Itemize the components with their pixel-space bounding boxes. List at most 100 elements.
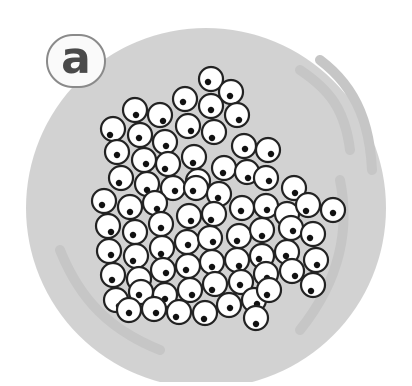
particle (200, 250, 224, 274)
particle-circle (167, 300, 191, 324)
particle (304, 248, 328, 272)
particle-dot (188, 128, 194, 134)
particle (199, 94, 223, 118)
particle (301, 273, 325, 297)
particle-dot (136, 135, 142, 141)
particle (153, 130, 177, 154)
particle-dot (330, 210, 336, 216)
particle-dot (133, 112, 139, 118)
particle (128, 123, 152, 147)
particle-circle (153, 130, 177, 154)
particle-dot (220, 170, 226, 176)
particle (149, 212, 173, 236)
particle-circle (148, 103, 172, 127)
particle-circle (92, 189, 116, 213)
particle (202, 202, 226, 226)
particle (217, 293, 241, 317)
particle-dot (189, 292, 195, 298)
particle-dot (303, 208, 309, 214)
particle-dot (245, 175, 251, 181)
particle-dot (242, 146, 248, 152)
particle-dot (109, 277, 115, 283)
particle-dot (99, 202, 105, 208)
particle (123, 220, 147, 244)
particle-circle (200, 250, 224, 274)
particle-dot (209, 287, 215, 293)
particle-circle (118, 195, 142, 219)
panel-label: a (46, 34, 106, 88)
particle-dot (238, 208, 244, 214)
particle (105, 140, 129, 164)
particle-circle (109, 166, 133, 190)
particle-dot (266, 178, 272, 184)
particle (244, 306, 268, 330)
particle-circle (280, 259, 304, 283)
particle-circle (151, 258, 175, 282)
particle-circle (101, 263, 125, 287)
particle (301, 222, 325, 246)
particle-dot (268, 151, 274, 157)
particle (256, 138, 280, 162)
particle-circle (279, 216, 303, 240)
particle-dot (283, 253, 289, 259)
particle-dot (114, 152, 120, 158)
particle-dot (307, 235, 313, 241)
particle (101, 117, 125, 141)
particle-circle (124, 244, 148, 268)
particle (178, 278, 202, 302)
particle-dot (190, 188, 196, 194)
particle-dot (183, 267, 189, 273)
particle-dot (253, 321, 259, 327)
particle-circle (256, 138, 280, 162)
particle-circle (304, 248, 328, 272)
particle-circle (202, 202, 226, 226)
particle-dot (172, 188, 178, 194)
particle-dot (209, 135, 215, 141)
particle-dot (130, 258, 136, 264)
particle (202, 120, 226, 144)
particle-circle (203, 272, 227, 296)
particle (101, 263, 125, 287)
particle-dot (314, 262, 320, 268)
particle-dot (158, 251, 164, 257)
particle-dot (190, 160, 196, 166)
particle-circle (149, 212, 173, 236)
particle-circle (97, 239, 121, 263)
particle-dot (308, 288, 314, 294)
particle-dot (234, 238, 240, 244)
particle-dot (227, 305, 233, 311)
particle (254, 166, 278, 190)
particle-dot (136, 292, 142, 298)
particle-circle (199, 94, 223, 118)
particle-dot (209, 264, 215, 270)
particle-dot (185, 242, 191, 248)
particle (142, 297, 166, 321)
particle (184, 176, 208, 200)
particle-dot (236, 263, 242, 269)
particle-circle (257, 278, 281, 302)
particle-dot (163, 270, 169, 276)
particle (279, 216, 303, 240)
particle-dot (237, 282, 243, 288)
particle-circle (123, 220, 147, 244)
particle-dot (158, 225, 164, 231)
particle-dot (173, 314, 179, 320)
particle (182, 145, 206, 169)
particle-dot (264, 207, 270, 213)
particle-circle (184, 176, 208, 200)
particle-circle (212, 156, 236, 180)
particle-circle (198, 226, 222, 250)
particle-dot (108, 252, 114, 258)
particle (118, 195, 142, 219)
particle-circle (301, 222, 325, 246)
particle (176, 254, 200, 278)
particle-dot (107, 132, 113, 138)
particle (203, 272, 227, 296)
particle-dot (180, 99, 186, 105)
particle (232, 134, 256, 158)
particle-circle (176, 254, 200, 278)
particle (150, 236, 174, 260)
particle (109, 166, 133, 190)
particle (92, 189, 116, 213)
